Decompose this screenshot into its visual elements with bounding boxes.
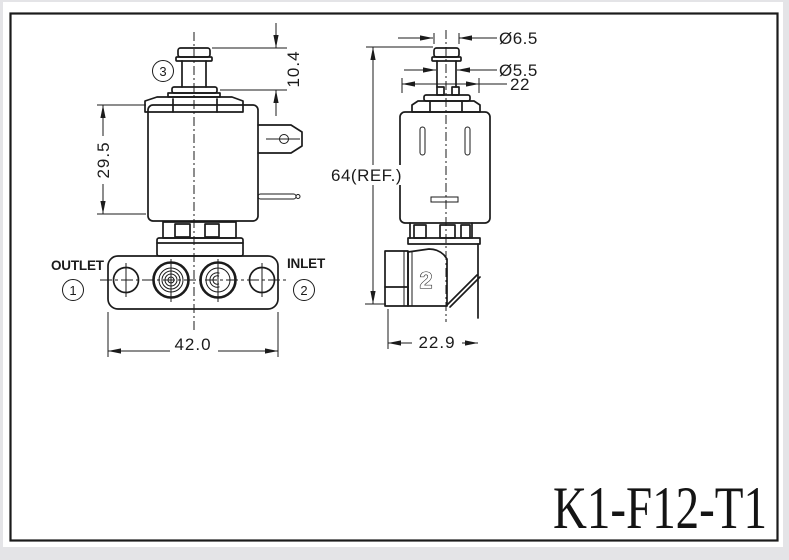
front-spade-terminal: [257, 124, 303, 154]
dim-nut-width: 22: [401, 75, 530, 94]
side-valve-neck: [407, 222, 481, 245]
vent-slot-left: [419, 126, 426, 156]
svg-text:22: 22: [510, 75, 530, 94]
side-view: 2 Ø6.5 Ø5.5 22 64: [329, 29, 538, 352]
front-valve-neck: [156, 221, 244, 257]
svg-text:10.4: 10.4: [284, 50, 303, 87]
svg-text:Ø5.5: Ø5.5: [499, 61, 538, 80]
dim-body-height: 29.5: [94, 104, 146, 215]
dim-flange-width: 42.0: [107, 312, 279, 357]
vent-slot-right: [464, 126, 471, 156]
dim-stem-height: 10.4: [212, 23, 303, 116]
connector-chamfer: [446, 274, 478, 306]
balloon-2: [293, 279, 315, 301]
svg-text:INLET: INLET: [287, 256, 326, 271]
svg-text:1: 1: [69, 283, 76, 298]
svg-text:22.9: 22.9: [418, 333, 455, 352]
dim-stem-diameter: Ø5.5: [404, 61, 538, 80]
svg-text:29.5: 29.5: [94, 141, 113, 178]
svg-text:OUTLET: OUTLET: [51, 258, 105, 273]
front-flange: [100, 255, 288, 310]
front-pin-terminal: [257, 193, 301, 200]
drawing-title: K1-F12-T1: [553, 475, 767, 541]
svg-text:Ø6.5: Ø6.5: [499, 29, 538, 48]
svg-text:2: 2: [300, 283, 307, 298]
vent-slot-bottom: [430, 196, 459, 203]
outlet-label: OUTLET 1: [51, 258, 105, 301]
svg-text:42.0: 42.0: [174, 335, 211, 354]
dim-connector-width: 22.9: [387, 309, 478, 352]
svg-text:3: 3: [159, 64, 166, 79]
balloon-1: [62, 279, 84, 301]
balloon-3: 3: [152, 60, 174, 82]
dim-overall-height: 64(REF.): [329, 46, 433, 305]
connector-marking: 2: [420, 267, 433, 293]
side-connector: 2: [384, 243, 481, 319]
front-view: 29.5 10.4 42.0 3 OUTLET 1: [51, 23, 326, 357]
front-coil-body: [147, 104, 259, 222]
inlet-label: INLET 2: [287, 256, 326, 301]
svg-text:64(REF.): 64(REF.): [331, 166, 402, 185]
dim-cap-diameter: Ø6.5: [398, 29, 538, 48]
